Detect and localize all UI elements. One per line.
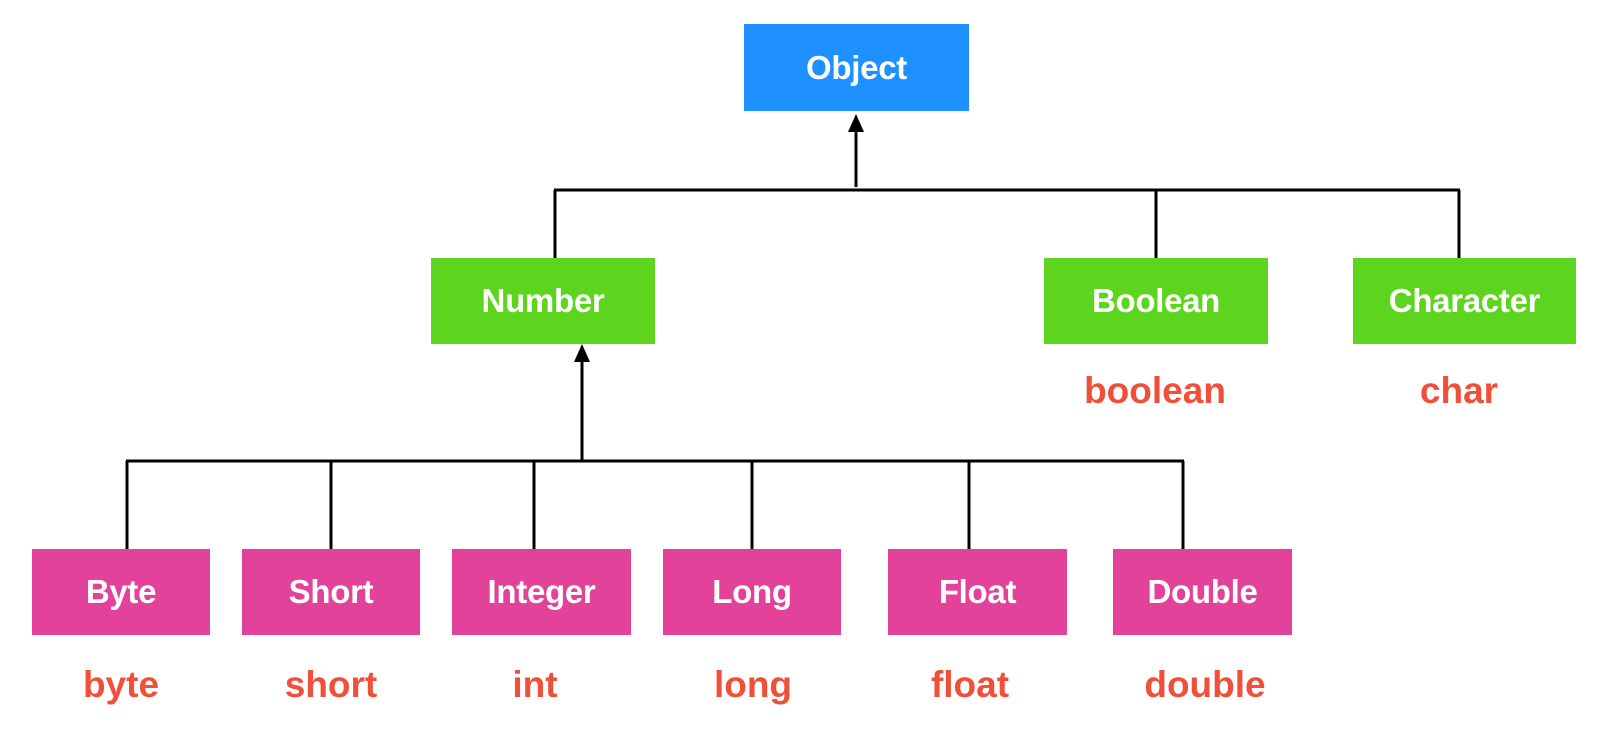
number-node: Number <box>431 258 655 344</box>
long-node: Long <box>663 549 841 635</box>
arrow-to-object <box>848 114 864 132</box>
arrow-to-number <box>574 344 590 362</box>
double-node: Double <box>1113 549 1292 635</box>
byte-node: Byte <box>32 549 210 635</box>
primitive-short: short <box>284 664 378 705</box>
integer-node: Integer <box>452 549 631 635</box>
primitive-float: float <box>930 664 1010 705</box>
primitive-double: double <box>1144 664 1266 705</box>
primitive-char: char <box>1419 370 1499 411</box>
primitive-long: long <box>713 664 793 705</box>
primitive-int: int <box>512 664 558 705</box>
primitive-byte: byte <box>82 664 160 705</box>
primitive-boolean: boolean <box>1084 370 1226 411</box>
character-node: Character <box>1353 258 1576 344</box>
short-node: Short <box>242 549 420 635</box>
object-node: Object <box>744 24 969 111</box>
boolean-node: Boolean <box>1044 258 1268 344</box>
float-node: Float <box>888 549 1067 635</box>
